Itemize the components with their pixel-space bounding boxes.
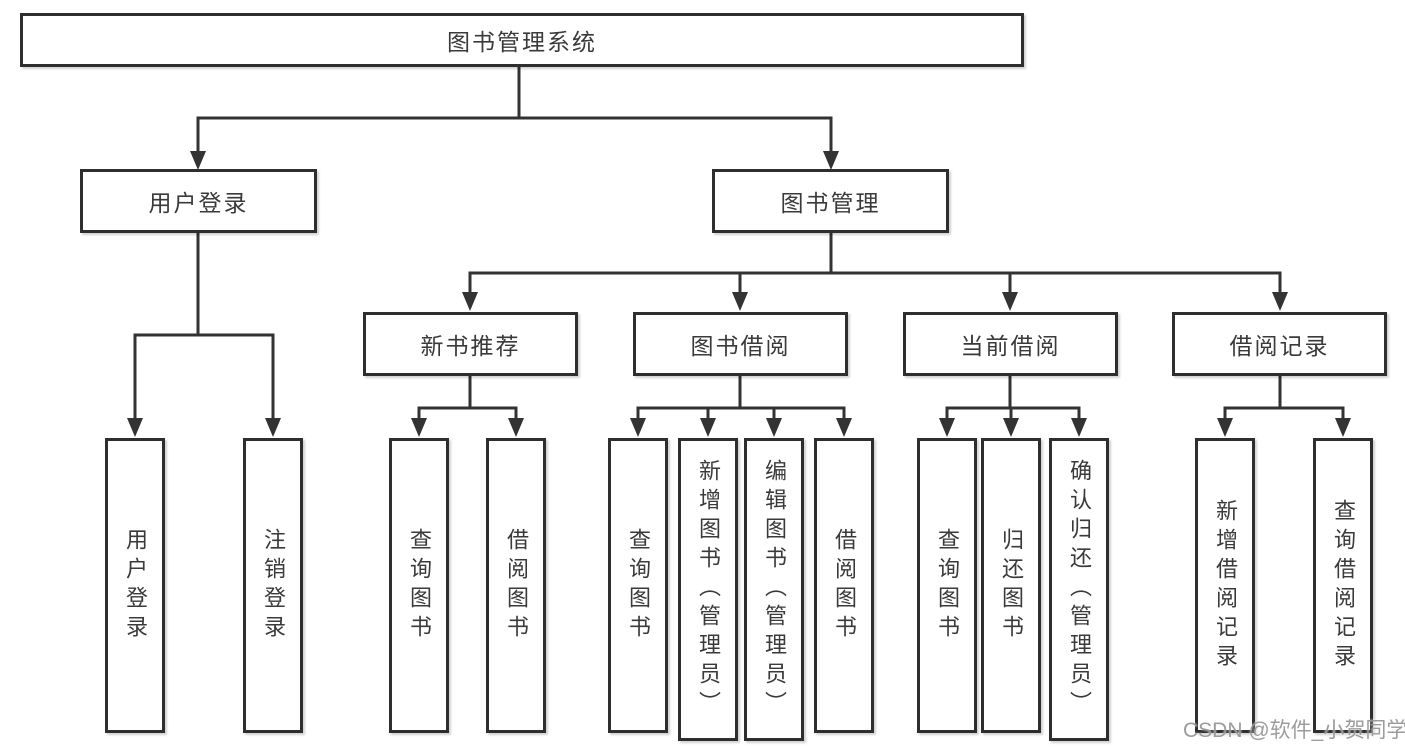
leaf-records-query: 查询借阅记录 (1313, 438, 1373, 733)
node-new-books: 新书推荐 (363, 312, 578, 376)
leaf-current-return: 归还图书 (981, 438, 1041, 733)
node-book-borrow-label: 图书借阅 (690, 333, 791, 359)
leaf-newbooks-query: 查询图书 (389, 438, 449, 733)
leaf-records-add-label: 新增借阅记录 (1213, 498, 1238, 673)
watermark: CSDN @软件_小贺同学 (1183, 719, 1405, 742)
leaf-newbooks-query-label: 查询图书 (407, 527, 432, 644)
leaf-borrow-edit-admin: 编辑图书（管理员） (744, 438, 804, 741)
node-user-login-label: 用户登录 (148, 190, 249, 216)
node-current-borrow: 当前借阅 (903, 312, 1118, 376)
leaf-borrow-edit-admin-label: 编辑图书（管理员） (762, 459, 787, 720)
leaf-current-confirm-admin: 确认归还（管理员） (1049, 438, 1109, 741)
leaf-borrow-query: 查询图书 (608, 438, 668, 733)
leaf-current-confirm-admin-label: 确认归还（管理员） (1067, 459, 1092, 720)
node-current-borrow-label: 当前借阅 (960, 333, 1061, 359)
leaf-current-return-label: 归还图书 (999, 527, 1024, 644)
leaf-borrow-book: 借阅图书 (814, 438, 874, 733)
leaf-user-login: 用户登录 (105, 438, 165, 733)
leaf-current-query: 查询图书 (917, 438, 977, 733)
leaf-newbooks-borrow: 借阅图书 (486, 438, 546, 733)
node-book-borrow: 图书借阅 (633, 312, 848, 376)
leaf-current-query-label: 查询图书 (935, 527, 960, 644)
leaf-borrow-query-label: 查询图书 (626, 527, 651, 644)
leaf-user-login-label: 用户登录 (123, 527, 148, 644)
node-user-login: 用户登录 (80, 169, 317, 233)
leaf-borrow-add-admin-label: 新增图书（管理员） (696, 459, 721, 720)
leaf-logout: 注销登录 (243, 438, 303, 733)
node-root: 图书管理系统 (20, 13, 1024, 67)
node-borrow-records: 借阅记录 (1172, 312, 1387, 376)
node-root-label: 图书管理系统 (447, 29, 597, 55)
leaf-borrow-add-admin: 新增图书（管理员） (678, 438, 738, 741)
node-new-books-label: 新书推荐 (420, 333, 521, 359)
node-borrow-records-label: 借阅记录 (1229, 333, 1330, 359)
node-book-mgmt-label: 图书管理 (780, 190, 881, 216)
leaf-records-query-label: 查询借阅记录 (1331, 498, 1356, 673)
leaf-borrow-book-label: 借阅图书 (832, 527, 857, 644)
leaf-newbooks-borrow-label: 借阅图书 (504, 527, 529, 644)
leaf-records-add: 新增借阅记录 (1195, 438, 1255, 733)
node-book-mgmt: 图书管理 (712, 169, 949, 233)
leaf-logout-label: 注销登录 (261, 527, 286, 644)
